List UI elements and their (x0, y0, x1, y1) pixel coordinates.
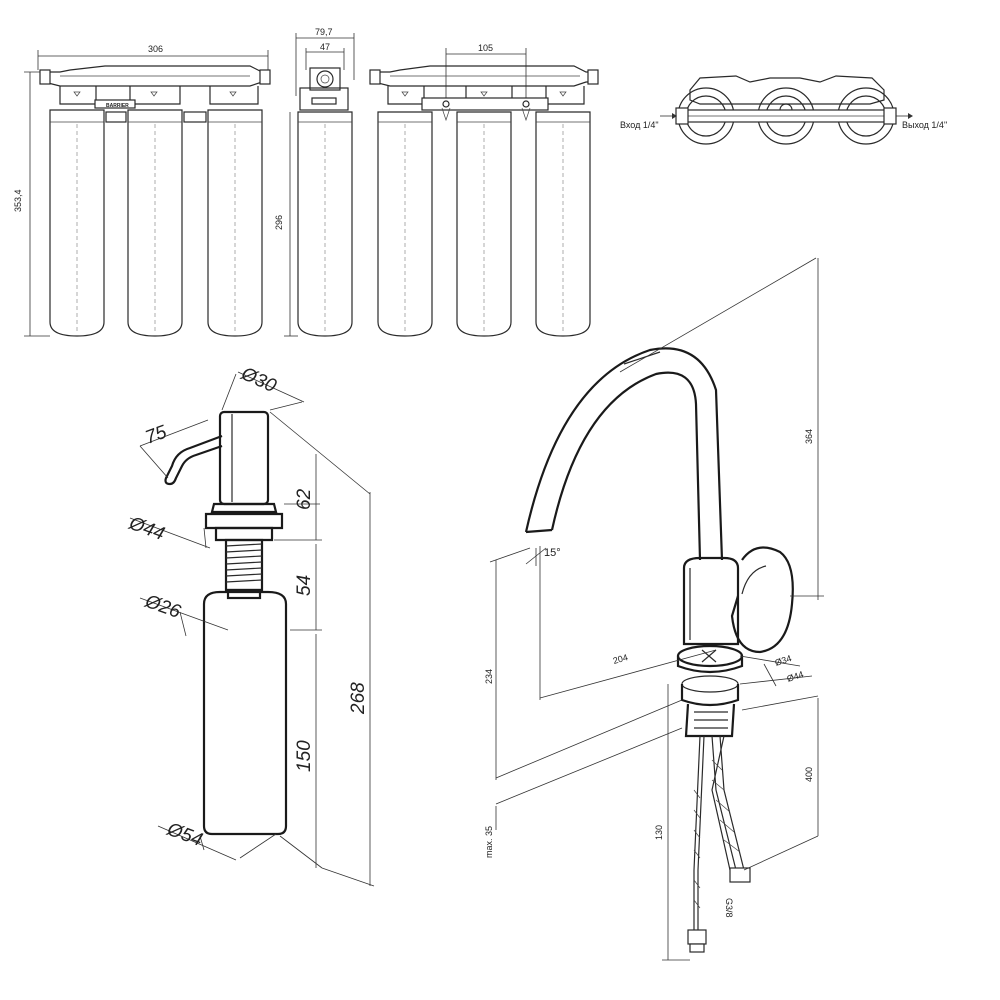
kitchen-faucet: 364 204 15° 234 max. 35 Ø34 Ø44 400 130 (484, 257, 824, 961)
spout-angle-label: 15° (544, 547, 561, 559)
side-depth-label: 79,7 (315, 27, 333, 37)
flange-diameter-label: Ø44 (125, 513, 167, 545)
filter-side-view: 79,7 47 296 (274, 27, 355, 337)
inlet-label: Вход 1/4" (620, 120, 659, 130)
thread-diameter-label: Ø26 (141, 591, 183, 624)
filter-front-view: 306 353,4 BARRIER (13, 44, 271, 337)
filter-width-label: 306 (148, 44, 163, 54)
filter-rear-view: 105 (369, 43, 599, 337)
head-diameter-label: Ø30 (237, 363, 280, 397)
spout-height-label: 234 (484, 669, 494, 684)
hose-thread-label: G3/8 (724, 898, 734, 918)
base-outer-label: Ø44 (786, 669, 805, 684)
soap-dispenser: Ø30 75 62 Ø44 54 Ø26 150 268 Ø54 (125, 363, 375, 887)
side-inner-label: 47 (320, 42, 330, 52)
body-height-label: 296 (274, 215, 284, 230)
outlet-label: Выход 1/4" (902, 120, 947, 130)
bottle-height-label: 150 (294, 740, 315, 772)
brand-label: BARRIER (106, 103, 129, 109)
faucet-height-label: 364 (804, 429, 814, 444)
filter-top-view: Вход 1/4" Выход 1/4" (620, 75, 947, 145)
hose-length-label: 400 (804, 767, 814, 782)
thread-length-label: 54 (294, 575, 315, 596)
head-height-label: 62 (294, 488, 315, 510)
filter-height-label: 353,4 (13, 189, 23, 212)
reach-label: 204 (612, 652, 629, 666)
total-height-label: 268 (348, 682, 369, 715)
bottle-diameter-label: Ø54 (163, 819, 205, 851)
countertop-label: max. 35 (484, 826, 494, 858)
stud-length-label: 130 (654, 825, 664, 840)
spout-length-label: 75 (143, 422, 170, 449)
base-inner-label: Ø34 (774, 653, 793, 668)
thread-lines (225, 543, 263, 583)
hose-braid (693, 759, 741, 909)
mount-spacing-label: 105 (478, 43, 493, 53)
